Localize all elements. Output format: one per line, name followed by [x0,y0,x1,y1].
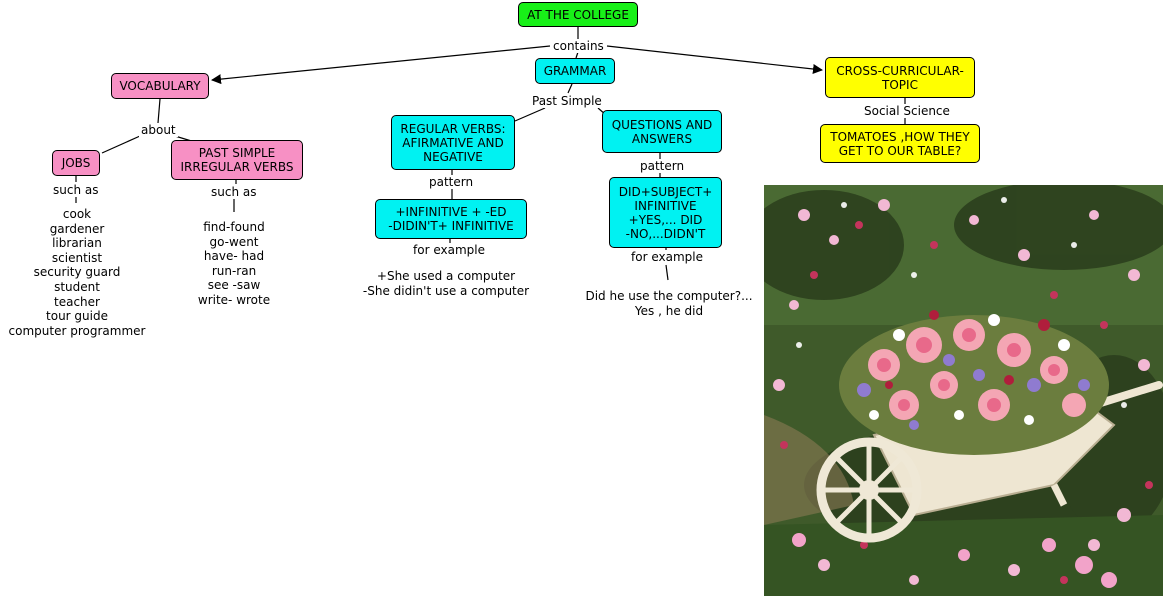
link-such-as-verbs: such as [209,185,259,199]
job-list-item: gardener [49,221,105,236]
questions-label-line2: ANSWERS [631,131,693,146]
irregular-verb-item: see -saw [207,278,261,293]
cross-topic-label-line2: TOPIC [882,77,918,92]
job-list-item: scientist [51,250,103,265]
tomatoes-label-line1: TOMATOES ,HOW THEY [830,129,970,144]
jobs-label: JOBS [61,156,91,170]
cross-curricular-topic-node: CROSS-CURRICULAR- TOPIC [825,57,975,98]
link-past-simple: Past Simple [530,94,604,108]
did-label-line2: INFINITIVE [634,198,697,213]
grammar-node: GRAMMAR [535,58,615,84]
contains-to-vocabulary-arrow [211,45,551,85]
link-for-example-questions: for example [629,250,705,264]
flower-wheelbarrow-photo [764,185,1163,596]
contains-to-grammar-line [575,51,579,59]
did-subject-pattern-node: DID+SUBJECT+ INFINITIVE +YES,... DID -NO… [609,177,722,248]
job-list-item: librarian [52,236,102,251]
did-label-line3: +YES,... DID [628,212,703,227]
job-list-item: tour guide [46,309,108,324]
infinitive-label-line1: +INFINITIVE + -ED [395,205,507,219]
for-example-to-questions-examples-line [665,264,669,281]
question-example-item: Yes , he did [634,303,704,318]
grammar-label: GRAMMAR [543,64,607,78]
regular-example-item: -She didin't use a computer [362,283,530,298]
cross-topic-label-line1: CROSS-CURRICULAR- [836,63,964,78]
irregular-verb-item: have- had [203,249,265,264]
questions-label-line1: QUESTIONS AND [611,117,713,132]
irregular-label-line1: PAST SIMPLE [198,146,276,160]
grammar-to-past-simple-line [567,83,573,94]
contains-to-cross-topic-arrow [606,45,823,74]
job-list-item: security guard [33,265,121,280]
irregular-verb-item: write- wrote [197,292,271,307]
root-label: AT THE COLLEGE [527,7,629,22]
irregular-verb-item: find-found [203,220,265,234]
link-such-as-jobs: such as [51,183,101,197]
link-about: about [139,123,178,137]
regular-verbs-node: REGULAR VERBS: AFIRMATIVE AND NEGATIVE [391,115,515,170]
did-label-line1: DID+SUBJECT+ [618,184,713,199]
past-simple-to-regular-line [514,107,546,122]
regular-label-line3: NEGATIVE [423,149,483,164]
irregular-verb-item: run-ran [211,263,257,278]
vocabulary-node: VOCABULARY [111,73,209,99]
irregular-label-line2: IRREGULAR VERBS [180,160,294,174]
jobs-node: JOBS [52,150,100,176]
tomatoes-topic-node: TOMATOES ,HOW THEY GET TO OUR TABLE? [820,124,980,163]
link-pattern-regular: pattern [427,175,476,189]
regular-label-line1: REGULAR VERBS: [400,121,506,136]
tomatoes-label-line2: GET TO OUR TABLE? [838,143,962,158]
link-contains: contains [551,39,606,53]
past-simple-irregular-verbs-node: PAST SIMPLE IRREGULAR VERBS [171,140,303,180]
job-list-item: teacher [54,294,100,309]
regular-example-item: +She used a computer [376,269,516,283]
question-example-item: Did he use the computer?... [585,289,753,303]
infinitive-label-line2: -DIDIN'T+ INFINITIVE [388,219,514,233]
irregular-verb-item: go-went [209,234,259,249]
link-social-science: Social Science [862,104,952,118]
root-node: AT THE COLLEGE [518,2,638,27]
about-to-jobs-line [101,135,141,154]
regular-label-line2: AFIRMATIVE AND [402,135,504,150]
job-list-item: computer programmer [8,323,146,338]
vocabulary-to-about-line [157,98,161,124]
job-list-item: student [54,279,100,294]
question-examples-list: Did he use the computer?...Yes , he did [578,289,760,318]
link-pattern-questions: pattern [638,159,687,173]
link-for-example-regular: for example [411,243,487,257]
job-list-item: cook [62,207,92,221]
regular-examples-list: +She used a computer-She didin't use a c… [356,269,536,298]
vocabulary-label: VOCABULARY [119,79,201,93]
did-label-line4: -NO,...DIDN'T [625,226,706,241]
infinitive-pattern-node: +INFINITIVE + -ED -DIDIN'T+ INFINITIVE [375,199,527,239]
questions-answers-node: QUESTIONS AND ANSWERS [602,110,722,153]
